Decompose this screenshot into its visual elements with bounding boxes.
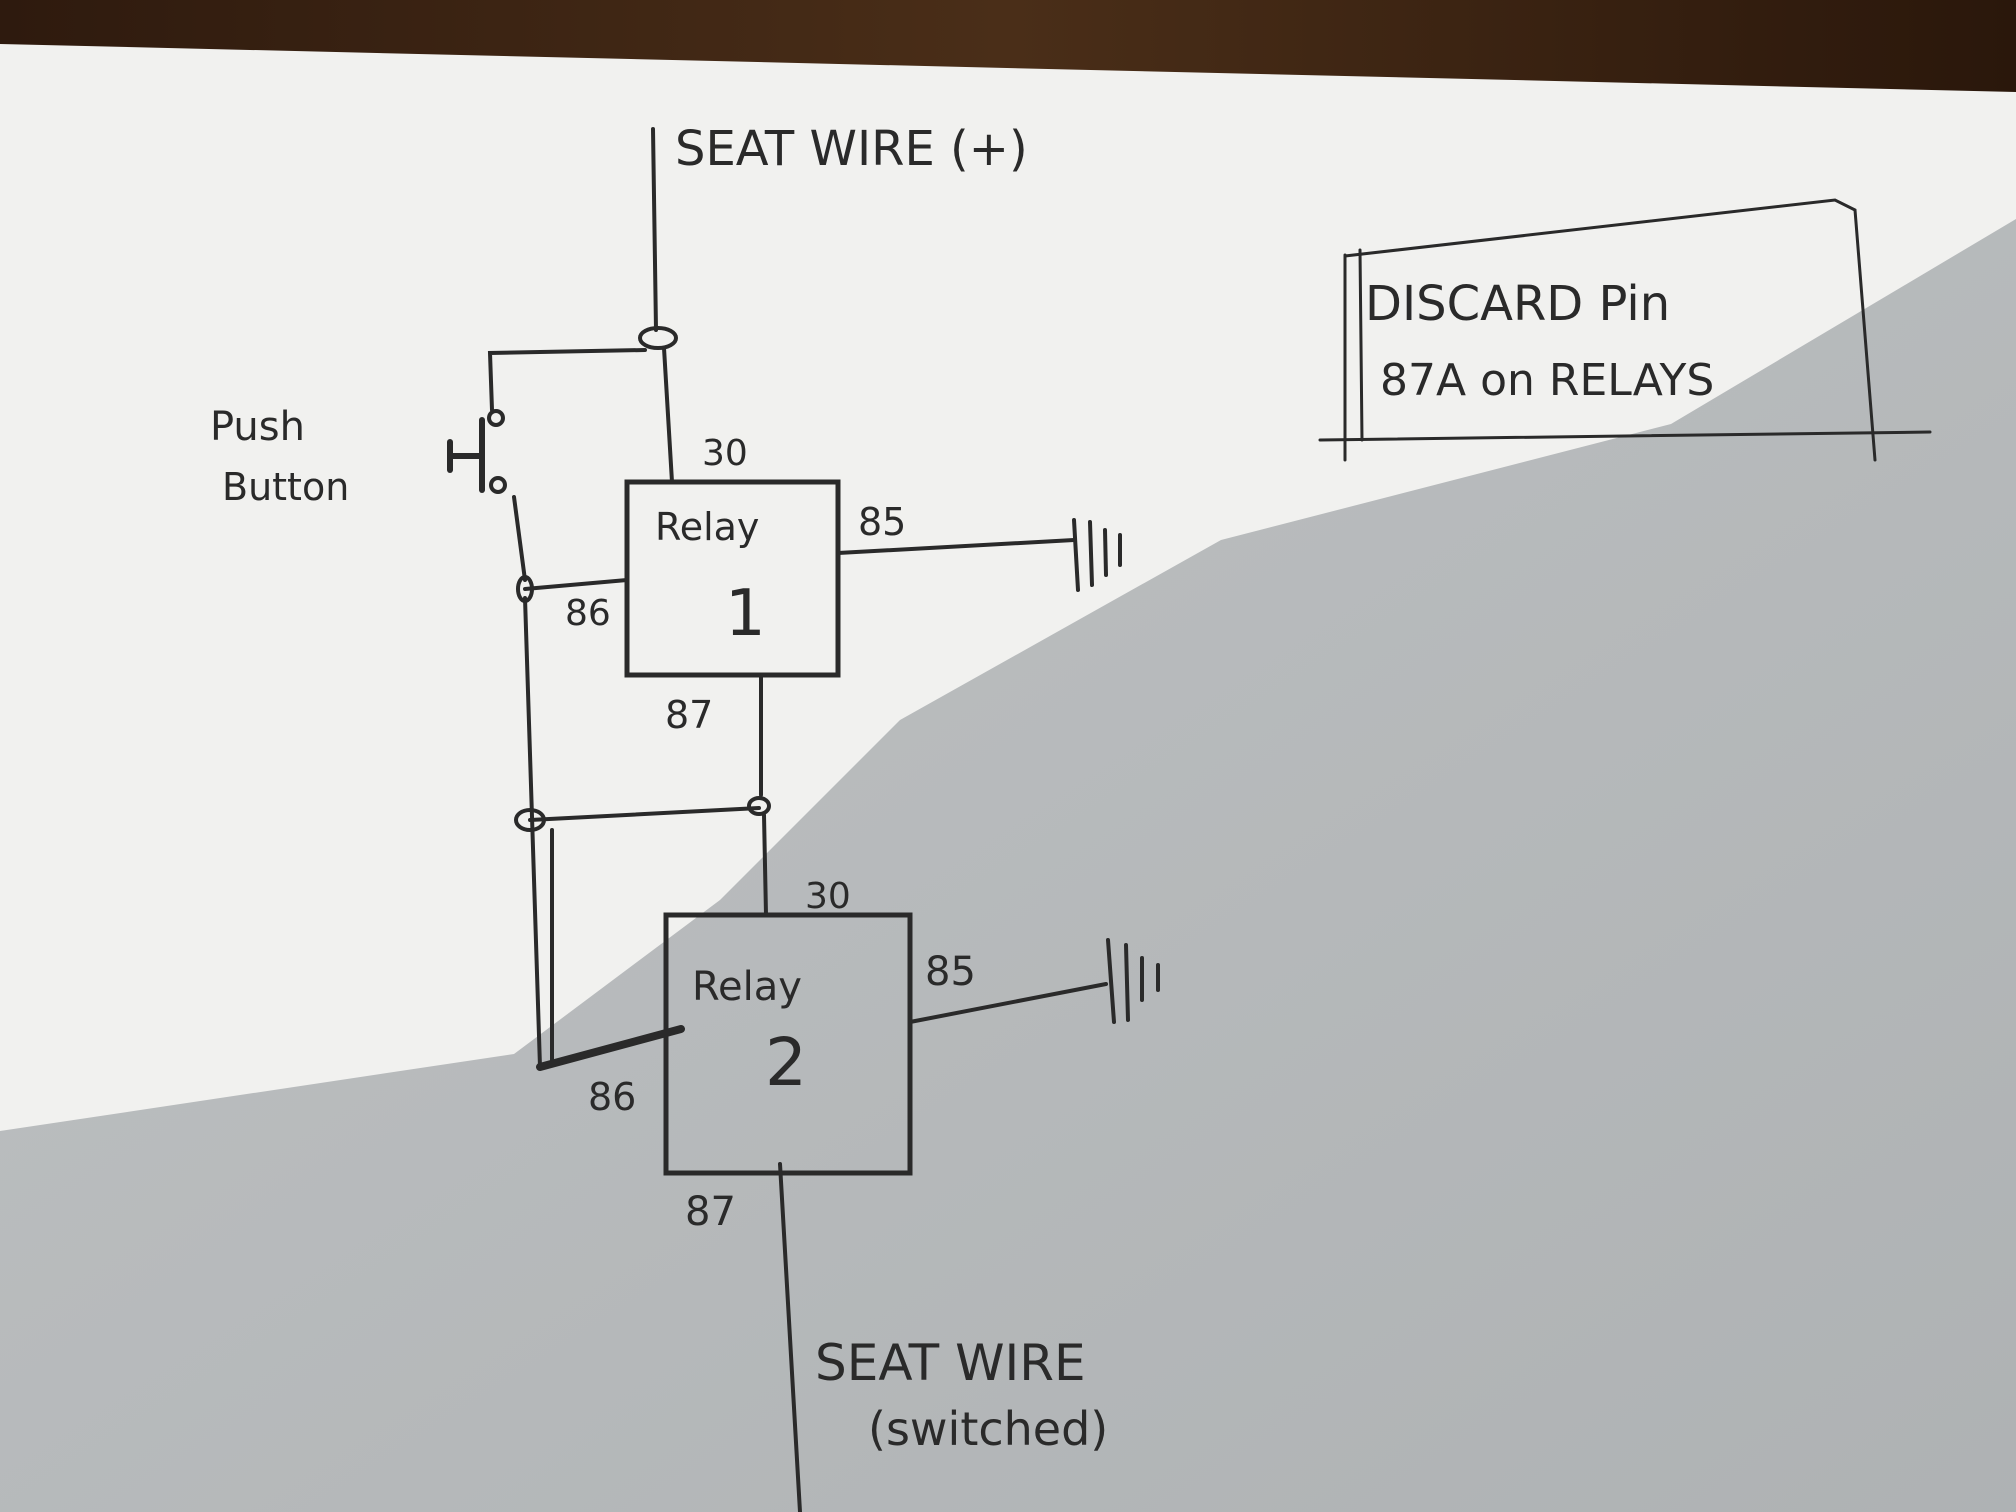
- note-line-2: 87A on RELAYS: [1380, 355, 1714, 406]
- relay2-number: 2: [765, 1024, 807, 1101]
- bottom-wire-label: SEAT WIRE: [815, 1334, 1086, 1392]
- relay2-pin-85: 85: [925, 949, 976, 995]
- bottom-seat-wire: [778, 1162, 802, 1512]
- push-button-label-2: Button: [222, 465, 349, 509]
- relay1-pin-30: 30: [702, 433, 748, 474]
- relay2-name: Relay: [692, 964, 802, 1010]
- push-button-label: Push: [210, 404, 305, 450]
- wire-left-vertical: [523, 596, 542, 1069]
- relay2-pin-86: 86: [588, 1075, 636, 1119]
- relay1-pin-86: 86: [565, 593, 611, 634]
- wire-to-push-button: [487, 348, 647, 412]
- note-line-1: DISCARD Pin: [1365, 276, 1670, 332]
- relay1-name: Relay: [655, 505, 759, 549]
- shadow-region: [0, 219, 2016, 1512]
- relay2-pin-30: 30: [805, 876, 851, 917]
- note-box: [1318, 198, 1932, 462]
- wire-relay1-85: [836, 538, 1076, 555]
- top-seat-wire: [651, 127, 658, 332]
- push-button-icon: [447, 409, 507, 494]
- wire-relay1-86: [523, 578, 629, 591]
- ground-icon-relay1: [1072, 518, 1122, 592]
- relay2-pin-87: 87: [685, 1189, 736, 1235]
- wire-button-to-node: [512, 495, 527, 582]
- wire-relay2-85: [908, 982, 1108, 1024]
- wire-relay2-86: [536, 1025, 685, 1071]
- relay1-pin-87: 87: [665, 693, 713, 737]
- junction-node-86: [516, 575, 534, 603]
- relay2-box: [663, 912, 913, 1176]
- junction-node-left: [514, 808, 546, 832]
- relay1-pin-85: 85: [858, 500, 906, 544]
- relay1-number: 1: [725, 577, 766, 651]
- junction-node-top: [638, 326, 678, 350]
- wire-node-to-relay1-30: [662, 346, 674, 484]
- junction-node-right: [747, 796, 771, 816]
- top-wire-label: SEAT WIRE (+): [675, 121, 1028, 177]
- ground-icon-relay2: [1106, 938, 1160, 1024]
- wire-cross-link: [528, 806, 761, 822]
- wire-to-relay2-30: [762, 813, 768, 917]
- bottom-wire-label-2: (switched): [868, 1402, 1108, 1456]
